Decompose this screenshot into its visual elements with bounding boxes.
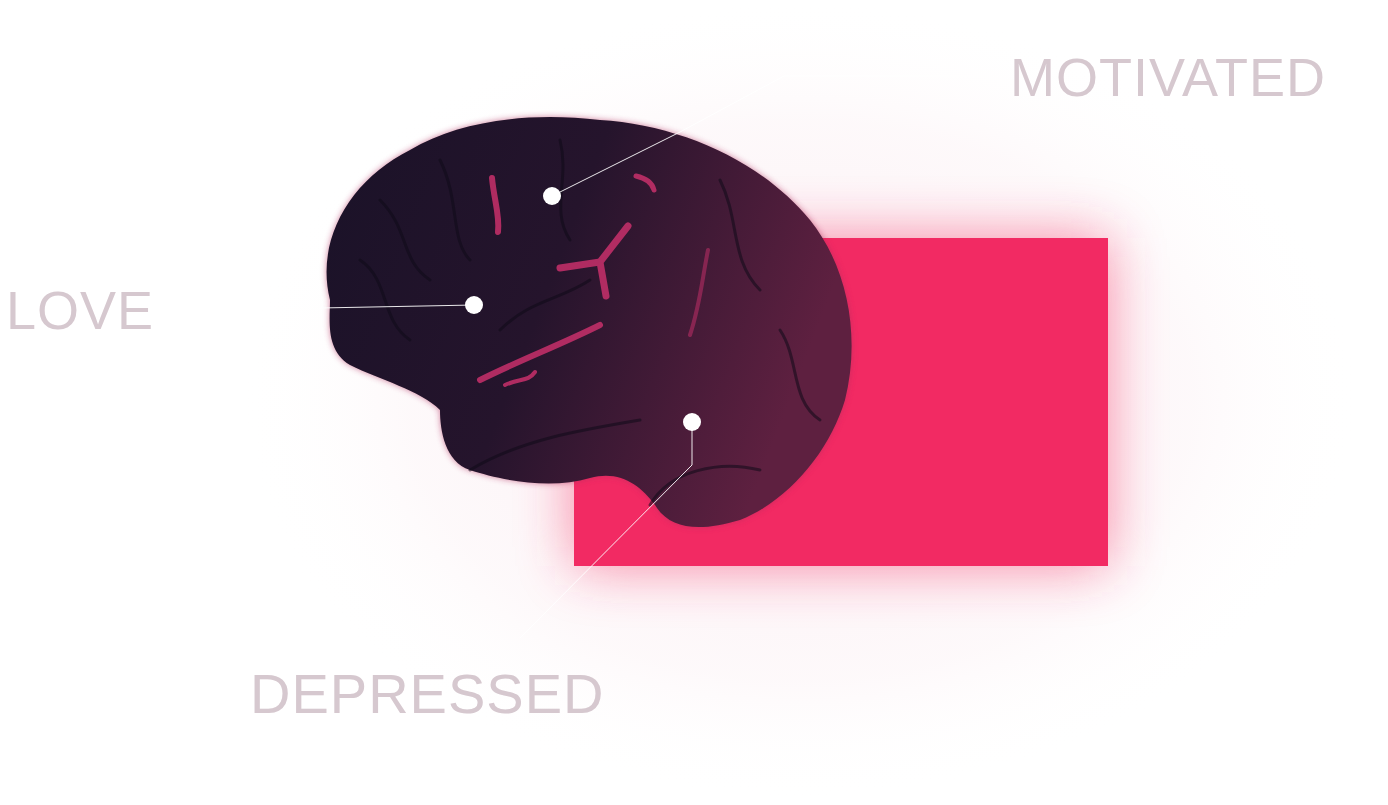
callout-label: DEPRESSED bbox=[250, 666, 604, 722]
brain-highlights bbox=[480, 176, 708, 385]
callout-dots bbox=[465, 187, 701, 431]
callout-dot bbox=[465, 296, 483, 314]
leader-line bbox=[520, 422, 692, 638]
callout-label: MOTIVATED bbox=[1010, 50, 1326, 104]
leader-lines bbox=[212, 76, 1000, 638]
callout-dot bbox=[543, 187, 561, 205]
brain-rim bbox=[327, 117, 852, 527]
callout-label: LOVE bbox=[6, 283, 154, 337]
brain bbox=[327, 117, 852, 527]
leader-line bbox=[212, 305, 474, 308]
leader-line bbox=[552, 76, 1000, 196]
callout-dot bbox=[683, 413, 701, 431]
brain-shape bbox=[327, 117, 852, 527]
background-haze bbox=[240, 0, 1360, 800]
brain-folds bbox=[360, 140, 820, 505]
